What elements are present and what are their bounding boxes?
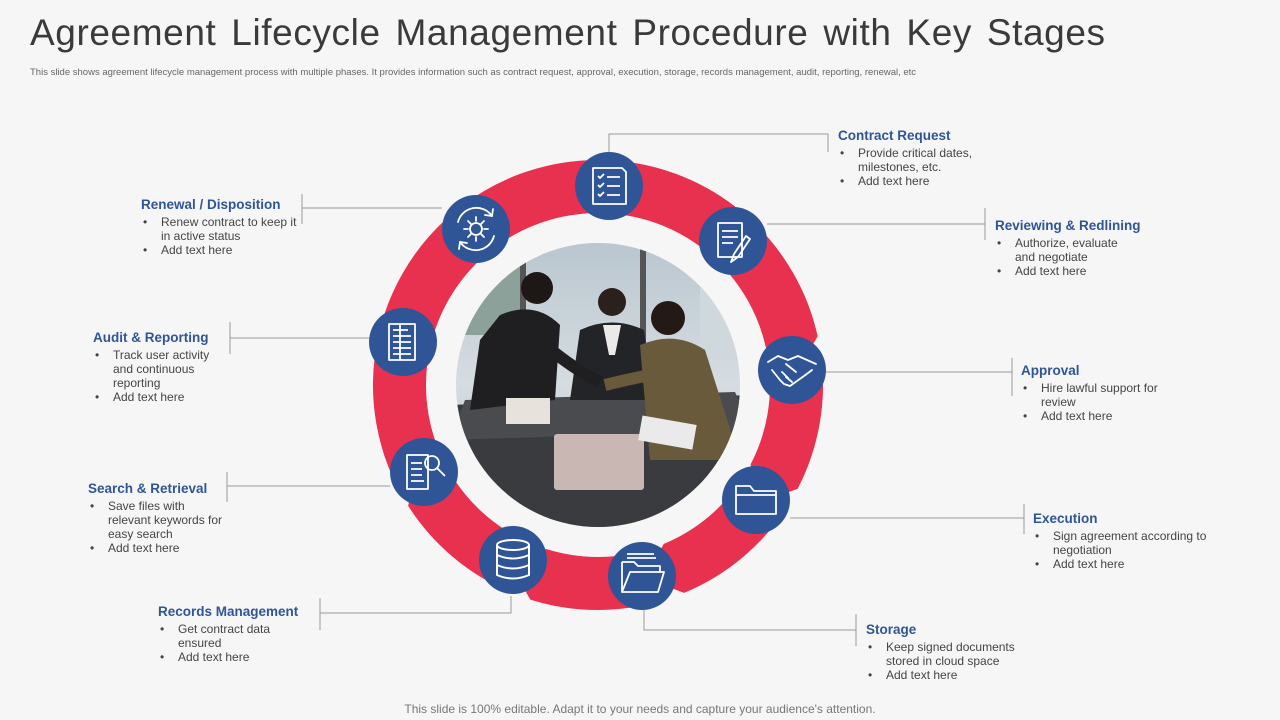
- stage-title: Execution: [1033, 511, 1098, 526]
- stage-bullet: Add text here: [93, 390, 225, 404]
- report-icon: [369, 308, 437, 376]
- connector-line: [319, 596, 512, 630]
- stage-records-management: Records Management Get contract data ens…: [158, 604, 298, 664]
- stage-renewal-disposition: Renewal / Disposition Renew contract to …: [141, 197, 301, 257]
- stage-bullet: Add text here: [141, 243, 301, 257]
- stage-bullet: Add text here: [995, 264, 1141, 278]
- stage-title: Contract Request: [838, 128, 951, 143]
- stage-title: Records Management: [158, 604, 299, 619]
- stage-bullet: Keep signed documents stored in cloud sp…: [866, 640, 1046, 668]
- ring-chevron-segment: [714, 219, 818, 373]
- footer-note: This slide is 100% editable. Adapt it to…: [404, 702, 876, 716]
- document-search-icon: [390, 438, 458, 506]
- stage-bullet: Provide critical dates, milestones, etc.: [838, 146, 1008, 174]
- database-icon: [479, 526, 547, 594]
- folder-icon: [722, 466, 790, 534]
- checklist-icon: [575, 152, 643, 220]
- stage-bullets: Authorize, evaluate and negotiate Add te…: [995, 236, 1141, 278]
- stage-bullet: Track user activity and continuous repor…: [93, 348, 225, 390]
- stage-bullets: Renew contract to keep it in active stat…: [141, 215, 301, 257]
- ring-chevron-segment: [644, 477, 788, 593]
- connector-line: [826, 358, 1013, 396]
- stage-contract-request: Contract Request Provide critical dates,…: [838, 128, 1008, 188]
- stage-audit-reporting: Audit & Reporting Track user activity an…: [93, 330, 225, 404]
- stage-title: Search & Retrieval: [88, 481, 208, 496]
- stage-bullet: Save files with relevant keywords for ea…: [88, 499, 226, 541]
- stage-title: Reviewing & Redlining: [995, 218, 1141, 233]
- connector-line: [790, 504, 1025, 534]
- connector-line: [608, 133, 829, 152]
- stage-search-retrieval: Search & Retrieval Save files with relev…: [88, 481, 226, 555]
- stage-bullets: Sign agreement according to negotiation …: [1033, 529, 1223, 571]
- page-title: Agreement Lifecycle Management Procedure…: [30, 12, 1106, 53]
- stage-title: Storage: [866, 622, 917, 637]
- stage-bullets: Get contract data ensured Add text here: [158, 622, 298, 664]
- connector-line: [767, 208, 986, 240]
- stage-bullet: Add text here: [838, 174, 1008, 188]
- stage-title: Approval: [1021, 363, 1080, 378]
- stage-bullet: Hire lawful support for review: [1021, 381, 1161, 409]
- stage-bullet: Add text here: [1033, 557, 1223, 571]
- stage-execution: Execution Sign agreement according to ne…: [1033, 511, 1223, 571]
- connector-lines: [226, 133, 1025, 646]
- stage-icons: [369, 152, 826, 610]
- stage-title: Audit & Reporting: [93, 330, 209, 345]
- stage-bullet: Add text here: [866, 668, 1046, 682]
- meeting-photo: [456, 243, 740, 527]
- open-folder-icon: [608, 542, 676, 610]
- document-edit-icon: [699, 207, 767, 275]
- gear-cycle-icon: [442, 195, 510, 263]
- stage-bullet: Get contract data ensured: [158, 622, 278, 650]
- stage-approval: Approval Hire lawful support for review …: [1021, 363, 1161, 423]
- stage-bullet: Renew contract to keep it in active stat…: [141, 215, 301, 243]
- stage-bullet: Add text here: [88, 541, 226, 555]
- stage-bullet: Sign agreement according to negotiation: [1033, 529, 1223, 557]
- connector-line: [229, 322, 369, 354]
- stage-bullets: Keep signed documents stored in cloud sp…: [866, 640, 1046, 682]
- page-subtitle: This slide shows agreement lifecycle man…: [30, 67, 917, 78]
- stage-bullets: Save files with relevant keywords for ea…: [88, 499, 226, 555]
- stage-bullet: Add text here: [1021, 409, 1161, 423]
- stage-bullet: Authorize, evaluate and negotiate: [995, 236, 1130, 264]
- stage-reviewing-redlining: Reviewing & Redlining Authorize, evaluat…: [995, 218, 1141, 278]
- stage-bullets: Track user activity and continuous repor…: [93, 348, 225, 404]
- stage-bullets: Provide critical dates, milestones, etc.…: [838, 146, 1008, 188]
- stage-title: Renewal / Disposition: [141, 197, 281, 212]
- connector-line: [226, 472, 390, 502]
- connector-line: [643, 610, 857, 646]
- connector-line: [301, 194, 442, 224]
- stage-storage: Storage Keep signed documents stored in …: [866, 622, 1046, 682]
- handshake-icon: [758, 336, 826, 404]
- stage-bullets: Hire lawful support for review Add text …: [1021, 381, 1161, 423]
- stage-bullet: Add text here: [158, 650, 298, 664]
